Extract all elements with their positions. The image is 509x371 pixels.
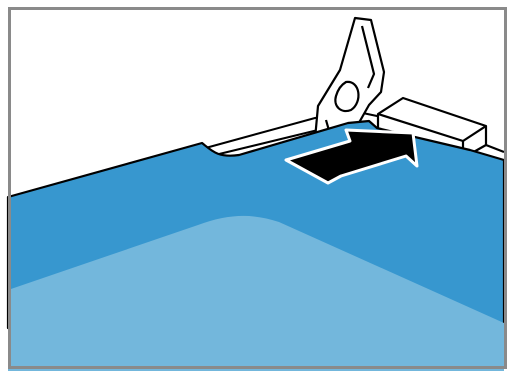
bracket-rod — [485, 143, 505, 154]
clip-icon — [334, 80, 360, 113]
hinged-guide-icon — [313, 16, 386, 141]
paper-sheet-lower — [8, 215, 504, 371]
guide-lever-ridge — [360, 25, 376, 89]
figure-frame-border — [8, 7, 507, 369]
arrow-right-icon — [284, 128, 419, 185]
